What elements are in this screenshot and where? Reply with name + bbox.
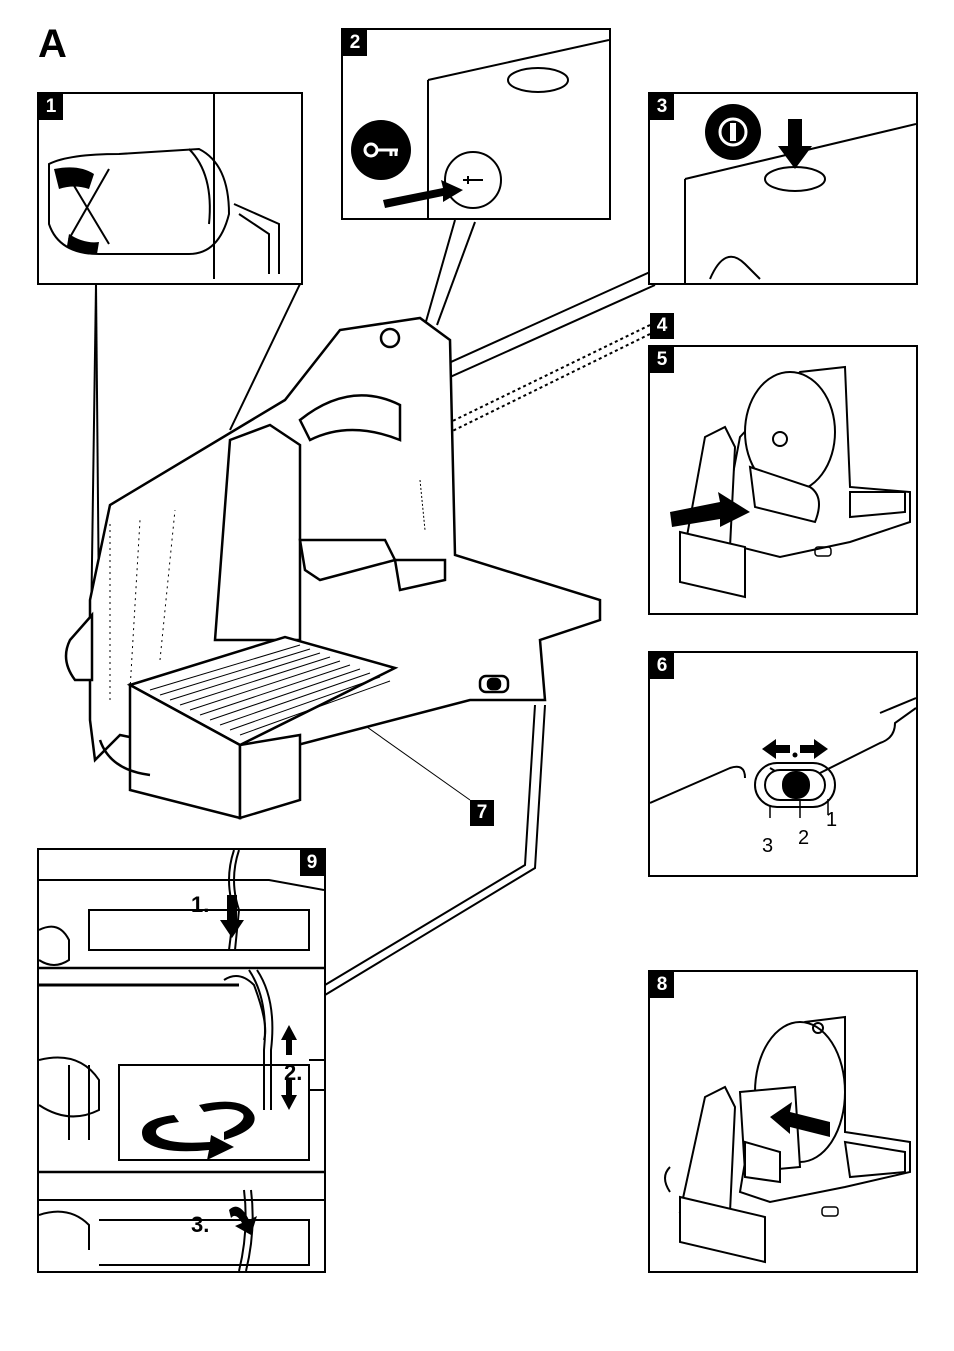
panel-3: 3 [648,92,918,285]
leader-line-9 [325,705,535,985]
callout-badge-7: 7 [470,800,494,826]
leader-line-4 [430,325,650,432]
callout-badge-6: 6 [650,653,674,679]
panel-2-drawing [343,30,609,218]
callout-badge-3: 3 [650,94,674,120]
panel-8-drawing [650,972,916,1271]
switch-knob [782,771,810,799]
callout-badge-1: 1 [39,94,63,120]
panel-3-drawing [650,94,916,283]
callout-badge-5: 5 [650,347,674,373]
switch-position-2: 2 [798,827,809,850]
panel-9-drawing [39,850,324,1271]
panel-1: 1 [37,92,303,285]
press-down-arrow-icon [778,119,812,169]
switch-position-1: 1 [826,809,837,832]
switch-position-3: 3 [762,835,773,858]
panel-1-drawing [39,94,301,283]
panel-5: 5 [648,345,918,615]
left-arrow-icon [762,739,790,759]
down-arrow-icon [220,895,244,938]
rotate-arrow-icon [142,1115,234,1160]
step-label-1: 1. [191,892,209,918]
callout-badge-2: 2 [343,30,367,56]
leader-line-2 [425,220,455,325]
right-arrow-icon [800,739,828,759]
step-label-3: 3. [191,1212,209,1238]
panel-8: 8 [648,970,918,1273]
step-label-2: 2. [284,1060,302,1086]
panel-6-drawing [650,653,916,875]
panel-2: 2 [341,28,611,220]
panel-9: 9 [37,848,326,1273]
cap-icon [54,167,94,189]
panel-6: 6 3 2 1 [648,651,918,877]
up-arrow-icon [281,1025,297,1055]
insert-arrow-icon [383,180,463,208]
callout-badge-9: 9 [300,850,324,876]
callout-badge-4: 4 [650,313,674,339]
callout-badge-8: 8 [650,972,674,998]
panel-5-drawing [650,347,916,613]
